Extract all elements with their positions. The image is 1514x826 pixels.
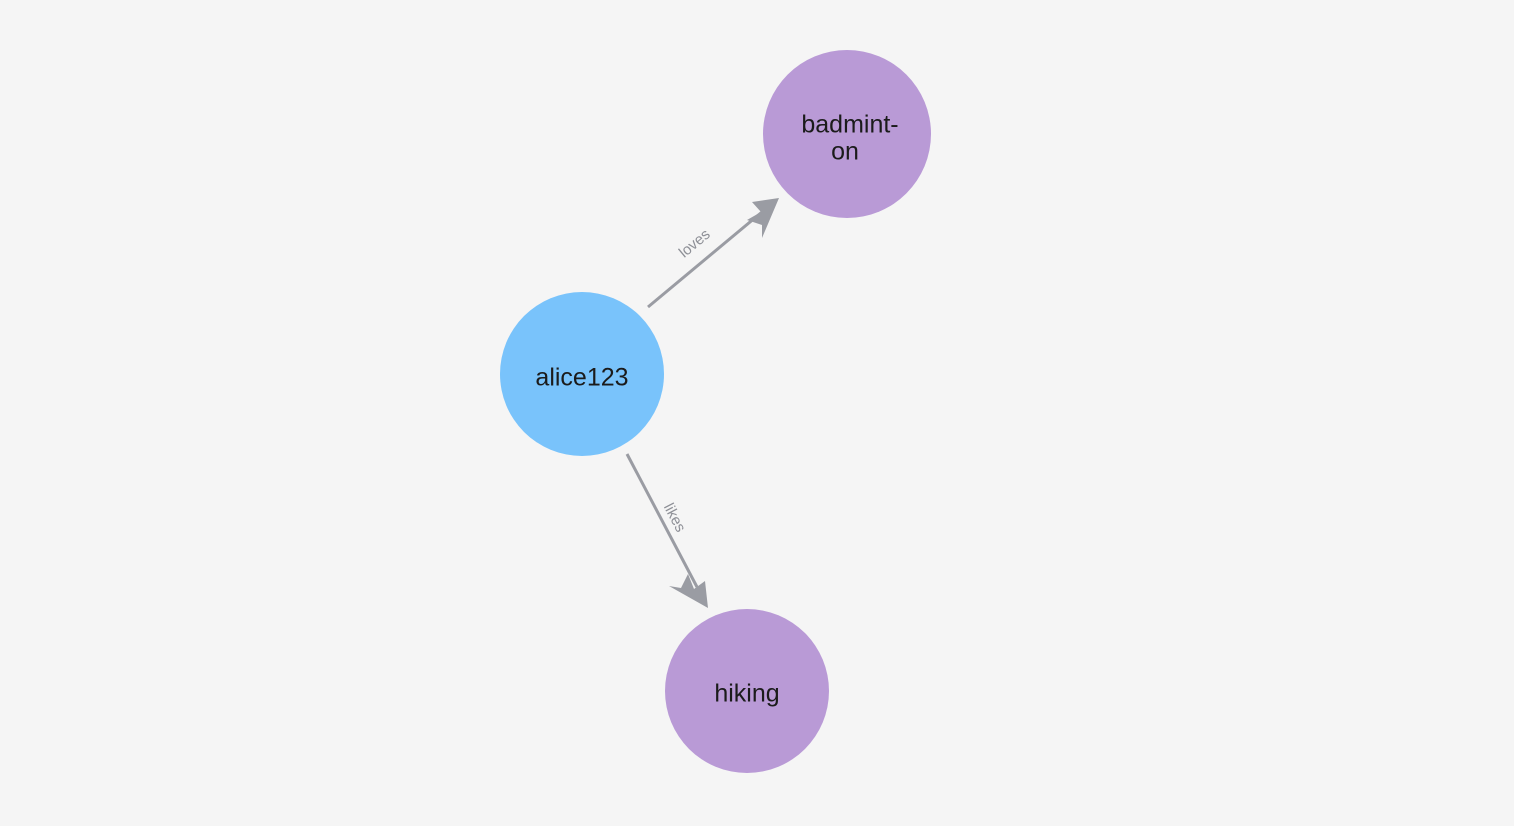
edge-label-likes: likes: [660, 501, 689, 535]
edge-alice-likes-hiking[interactable]: likes: [625, 453, 708, 608]
node-label-alice123: alice123: [535, 364, 628, 392]
node-alice123[interactable]: alice123: [500, 292, 664, 456]
node-hiking[interactable]: hiking: [665, 609, 829, 773]
node-circle: [665, 609, 829, 773]
node-label-badminton-line1: badmint-: [801, 111, 898, 139]
node-badminton[interactable]: badmint- on: [763, 50, 931, 218]
node-circle: [500, 292, 664, 456]
node-label-badminton-line2: on: [831, 138, 859, 166]
edge-arrowhead: [747, 198, 779, 238]
edge-line: [647, 205, 769, 309]
node-circle: [763, 50, 931, 218]
edge-alice-loves-badminton[interactable]: loves: [647, 198, 779, 309]
node-group: badmint- on hiking alice123: [500, 50, 931, 773]
node-label-hiking: hiking: [714, 680, 779, 708]
edge-arrowhead: [669, 574, 708, 608]
edge-line: [625, 453, 699, 588]
